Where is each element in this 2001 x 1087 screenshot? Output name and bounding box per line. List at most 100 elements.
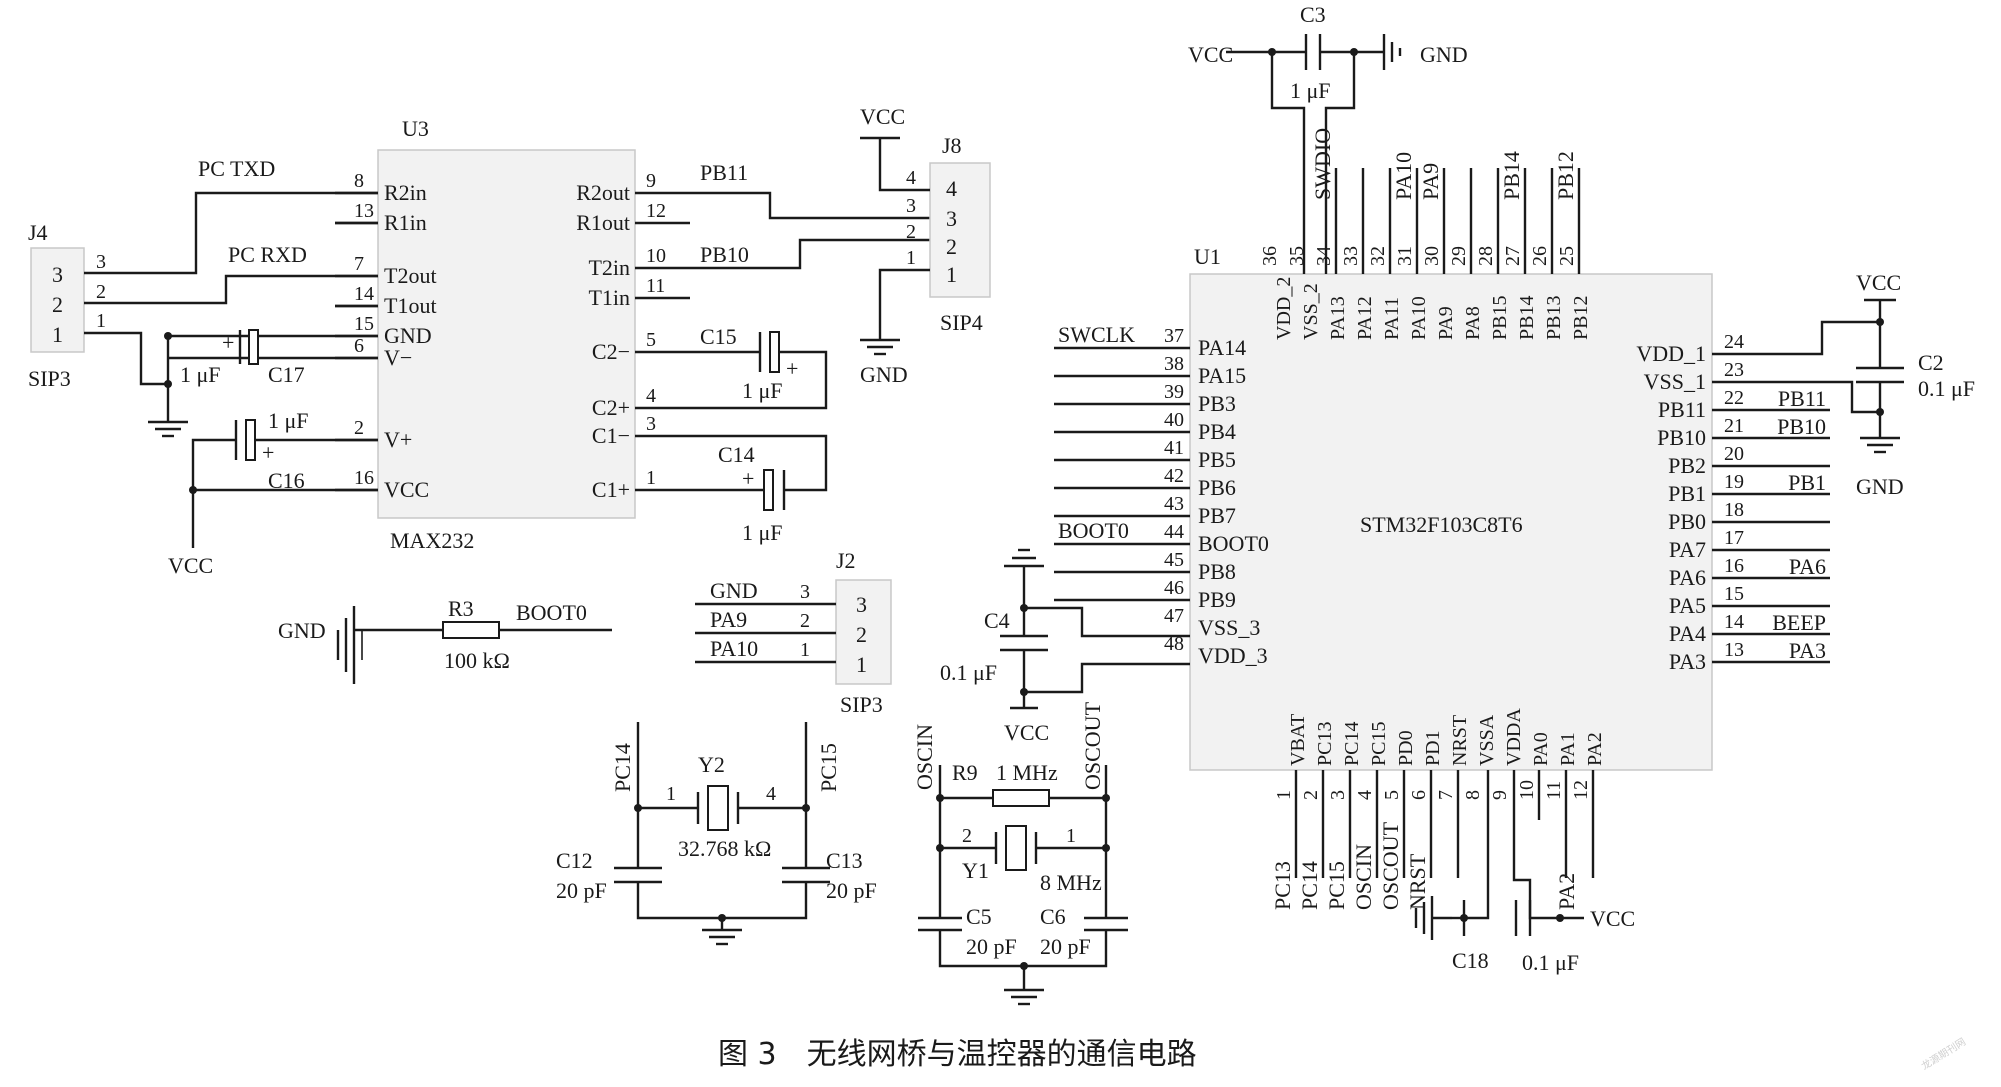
- u1-pin-net: SWCLK: [1058, 322, 1135, 347]
- r9-body: [992, 789, 1050, 807]
- u3-pin-name: R2in: [384, 180, 427, 205]
- u1-ref: U1: [1194, 244, 1221, 269]
- u3-pin-name: GND: [384, 323, 432, 348]
- u1-pin-net: SWDIO: [1310, 128, 1335, 200]
- u1-pin-net: PC14: [1297, 861, 1322, 910]
- u1-pin-name: PB4: [1198, 419, 1236, 444]
- j8-type: SIP4: [940, 310, 983, 335]
- u1-pin-num: 41: [1164, 437, 1184, 459]
- y1-pin-r: 1: [1066, 825, 1076, 847]
- j8-wire-num-3: 3: [906, 195, 916, 217]
- u1-pin-net: PB1: [1788, 470, 1826, 495]
- c13-value: 20 pF: [826, 878, 877, 903]
- u1-pin-num: 43: [1164, 493, 1184, 515]
- u1-pin-net: PA9: [1418, 163, 1443, 200]
- u1-pin-num: 8: [1462, 790, 1484, 800]
- u1-pin-num: 7: [1435, 790, 1457, 800]
- c3-decoupling: VCC GND C3 1 μF: [1188, 2, 1468, 274]
- c2-ref: C2: [1918, 350, 1944, 375]
- u1-pin-num: 3: [1327, 790, 1349, 800]
- u1-pin-num: 26: [1529, 246, 1551, 266]
- c12-value: 20 pF: [556, 878, 607, 903]
- u1-pin-name: PB2: [1668, 453, 1706, 478]
- u1-pin-num: 40: [1164, 409, 1184, 431]
- u1-pin-num: 19: [1724, 471, 1744, 493]
- u1-pin-num: 5: [1381, 790, 1403, 800]
- c17-value: 1 μF: [180, 362, 221, 387]
- u1-pin-43: 43 PB7: [1054, 493, 1236, 528]
- u3-pin-num: 3: [646, 413, 656, 435]
- j8-wire-num-2: 2: [906, 221, 916, 243]
- u1-pin-num: 42: [1164, 465, 1184, 487]
- u3-pin-num: 5: [646, 329, 656, 351]
- u1-pin-name: PC15: [1368, 722, 1390, 766]
- u1-pin-num: 31: [1394, 246, 1416, 266]
- j4-type: SIP3: [28, 366, 71, 391]
- y1-crystal-circuit: R9 1 MHz 2 1 Y1 8 MHz OSCIN OSCOUT C5 20…: [912, 701, 1128, 1006]
- u1-pin-name: PB11: [1658, 397, 1706, 422]
- j2-pin-2: 2: [856, 622, 867, 647]
- u1-pin-num: 29: [1448, 246, 1470, 266]
- figure-caption: 图 3 无线网桥与温控器的通信电路: [718, 1037, 1197, 1072]
- u1-top-pins: 36VDD_235VSS_234PA13SWDIO33PA1232PA1131P…: [1259, 128, 1592, 340]
- u1-pin-num: 1: [1273, 790, 1295, 800]
- u3-pin-name: V+: [384, 427, 412, 452]
- u3-pin-name: C2+: [592, 395, 630, 420]
- c2-vcc: VCC: [1856, 270, 1901, 295]
- c18-value: 0.1 μF: [1522, 950, 1579, 975]
- u1-pin-name: PB9: [1198, 587, 1236, 612]
- u3-pin-name: V−: [384, 345, 412, 370]
- u1-pin-name: PB14: [1516, 296, 1538, 340]
- u1-pin-num: 27: [1502, 246, 1524, 266]
- u1-pin-num: 13: [1724, 639, 1744, 661]
- u1-pin-name: PA9: [1435, 306, 1457, 340]
- u1-pin-name: PC13: [1314, 722, 1336, 766]
- y2-pin-r: 4: [766, 783, 776, 805]
- u3-pin-num: 10: [646, 245, 666, 267]
- j2-connector: J2 SIP3 3 2 1 GND PA9 PA10 3 2 1: [695, 548, 892, 717]
- y1-pin-l: 2: [962, 825, 972, 847]
- j4-body: [30, 247, 85, 353]
- u1-pin-name: PB8: [1198, 559, 1236, 584]
- r3-body: [442, 621, 500, 639]
- c4-vcc: VCC: [1004, 720, 1049, 745]
- j8-ref: J8: [942, 133, 962, 158]
- c4-value: 0.1 μF: [940, 660, 997, 685]
- u3-pin-5: 5C2−: [592, 329, 656, 364]
- u3-body: [377, 149, 636, 519]
- u1-pin-net: PC13: [1270, 861, 1295, 910]
- j2-ref: J2: [836, 548, 856, 573]
- u3-pin-num: 7: [354, 253, 364, 275]
- u1-pin-num: 22: [1724, 387, 1744, 409]
- u1-pin-num: 33: [1340, 246, 1362, 266]
- u1-pin-name: PB7: [1198, 503, 1236, 528]
- u1-pin-name: VDD_1: [1636, 341, 1706, 366]
- c6-ref: C6: [1040, 904, 1066, 929]
- y1-value: 8 MHz: [1040, 870, 1102, 895]
- u1-pin-name: VSS_1: [1644, 369, 1706, 394]
- c17-ref: C17: [268, 362, 305, 387]
- c18-vcc: VCC: [1590, 906, 1635, 931]
- u3-pin-num: 8: [354, 170, 364, 192]
- j8-pin-2: 2: [946, 234, 957, 259]
- u1-pin-num: 25: [1556, 246, 1578, 266]
- u3-pin-name: T1in: [588, 285, 630, 310]
